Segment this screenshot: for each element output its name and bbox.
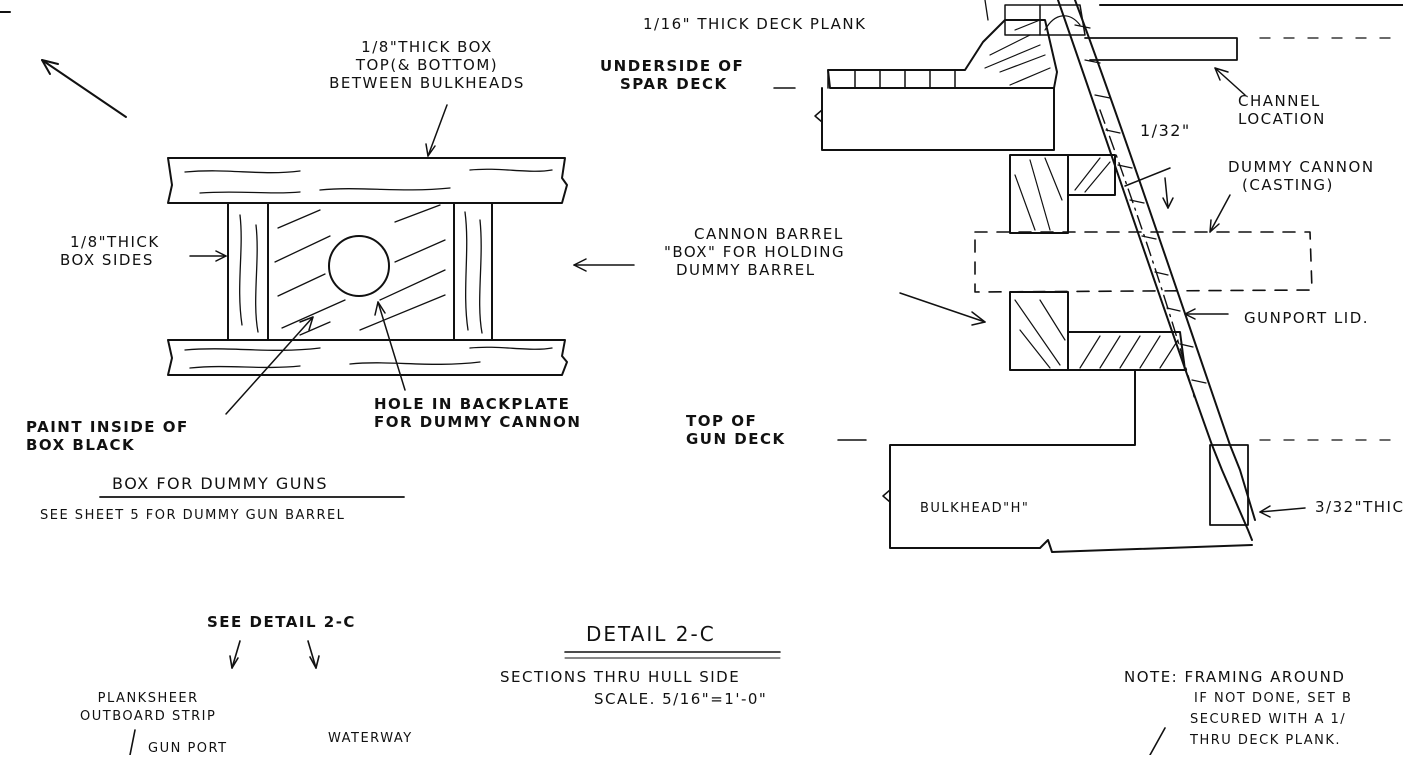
spar-deck-label: UNDERSIDE OF SPAR DECK xyxy=(600,57,745,93)
box-leaders xyxy=(100,105,634,497)
hull-outer-plank xyxy=(1058,0,1252,540)
backplate-hole xyxy=(329,236,389,296)
box-title: BOX FOR DUMMY GUNS xyxy=(112,474,329,493)
deck-plank-label: 1/16" THICK DECK PLANK xyxy=(643,15,867,33)
thirty-second-label: 1/32" xyxy=(1140,121,1191,140)
gun-deck-beam xyxy=(890,370,1252,552)
planksheer-label: PLANKSHEER OUTBOARD STRIP xyxy=(80,691,217,724)
dummy-cannon-label: DUMMY CANNON (CASTING) xyxy=(1228,158,1375,194)
detail-title: DETAIL 2-C xyxy=(586,622,716,646)
dummy-cannon-outline xyxy=(975,232,1312,292)
framing-note: NOTE: FRAMING AROUND IF NOT DONE, SET B … xyxy=(1124,668,1353,748)
dummy-gun-box xyxy=(168,158,567,375)
box-sides-label: 1/8"THICK BOX SIDES xyxy=(60,233,160,269)
box-bottom-board xyxy=(168,340,567,375)
thick-332-label: 3/32"THIC xyxy=(1315,498,1403,516)
box-right-side xyxy=(454,203,492,340)
hull-section xyxy=(774,0,1403,552)
hull-leaders xyxy=(900,68,1305,517)
bulkhead-label: BULKHEAD"H" xyxy=(920,501,1030,516)
paint-inside-label: PAINT INSIDE OF BOX BLACK xyxy=(26,418,189,454)
cannon-box-label: CANNON BARREL "BOX" FOR HOLDING DUMMY BA… xyxy=(664,225,846,279)
channel-label: CHANNEL LOCATION xyxy=(1238,92,1326,128)
sections-label: SECTIONS THRU HULL SIDE xyxy=(500,668,741,686)
box-top-board xyxy=(168,158,567,203)
scale-label: SCALE. 5/16"=1'-0" xyxy=(594,690,768,708)
waterway-label: WATERWAY xyxy=(328,731,413,746)
gun-deck-label: TOP OF GUN DECK xyxy=(686,412,786,448)
box-left-side xyxy=(228,203,268,340)
hole-label: HOLE IN BACKPLATE FOR DUMMY CANNON xyxy=(374,395,582,431)
box-top-label: 1/8"THICK BOX TOP(& BOTTOM) BETWEEN BULK… xyxy=(329,38,525,92)
gunport-lid-label: GUNPORT LID. xyxy=(1244,309,1370,327)
detail-leaders xyxy=(130,641,1165,755)
box-note: SEE SHEET 5 FOR DUMMY GUN BARREL xyxy=(40,508,346,523)
gunport-label: GUN PORT xyxy=(148,741,228,756)
direction-arrow xyxy=(42,60,126,117)
see-detail-label: SEE DETAIL 2-C xyxy=(207,613,356,631)
